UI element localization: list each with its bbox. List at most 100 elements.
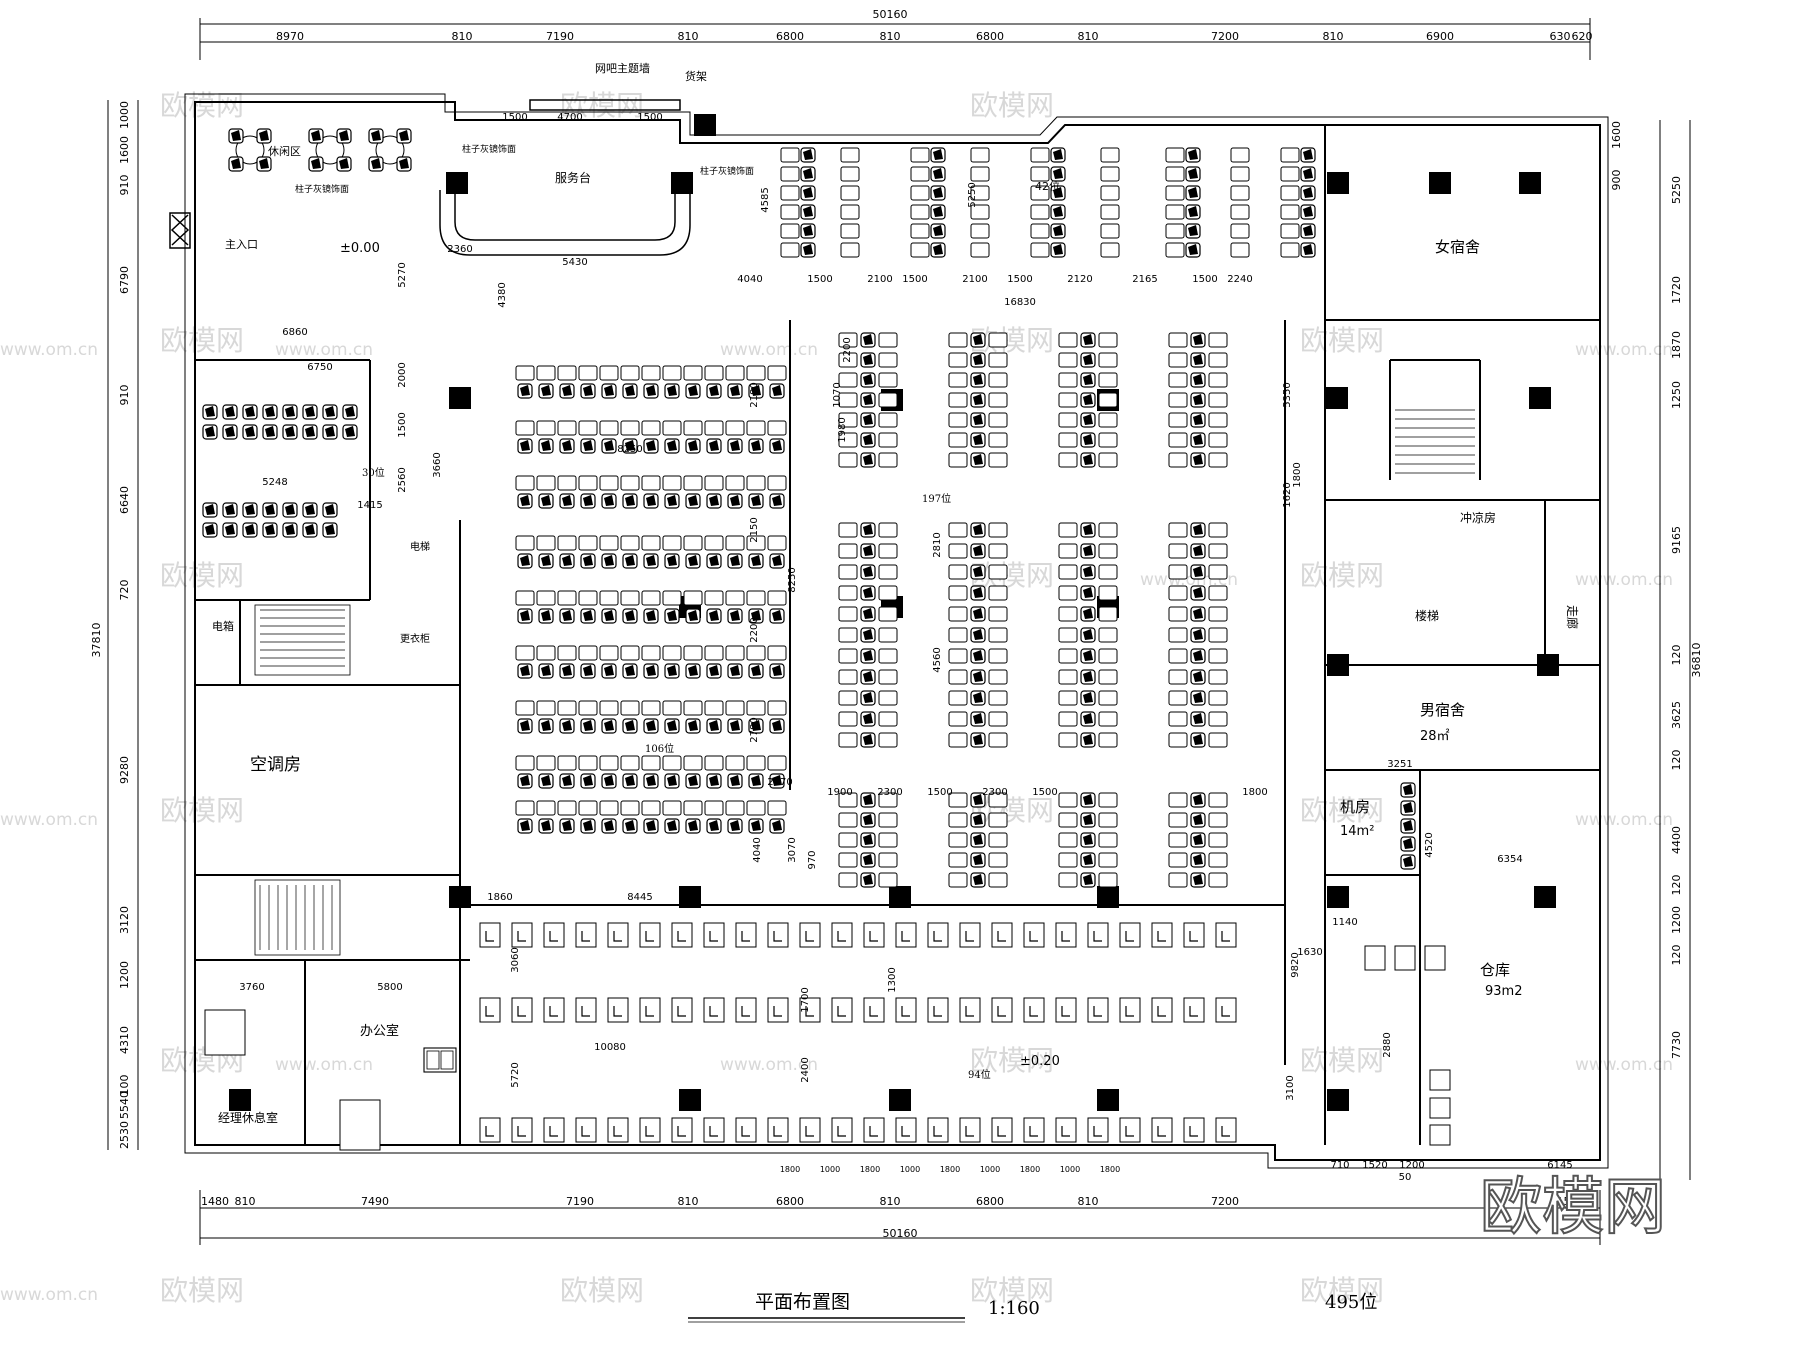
desk — [578, 535, 598, 551]
desk — [948, 564, 968, 580]
seat-chair — [727, 718, 743, 734]
seat-chair — [1190, 711, 1206, 727]
interior-dim-18: 5248 — [262, 477, 287, 488]
desk — [1030, 147, 1050, 163]
dim-top-4: 6800 — [776, 30, 804, 43]
seat-chair — [302, 522, 318, 538]
sofa-seat — [479, 1117, 501, 1143]
desk — [1230, 185, 1250, 201]
seat-chair — [302, 404, 318, 420]
sofa-seat — [575, 1117, 597, 1143]
seat-chair — [1050, 204, 1066, 220]
desk — [662, 365, 682, 381]
desk — [988, 543, 1008, 559]
interior-dim-34: 1140 — [1332, 917, 1357, 928]
furniture-group — [202, 128, 1451, 1151]
desk — [599, 420, 619, 436]
desk — [948, 732, 968, 748]
seat-chair — [538, 818, 554, 834]
desk — [557, 700, 577, 716]
watermark-url: www.om.cn — [720, 340, 818, 360]
dim-left-6: 720 — [118, 580, 131, 601]
seat-chair — [970, 690, 986, 706]
desk — [767, 800, 787, 816]
watermark-url: www.om.cn — [0, 810, 98, 830]
seat-chair — [706, 718, 722, 734]
desk — [620, 590, 640, 606]
dim-left-8: 3120 — [118, 906, 131, 934]
column — [889, 1089, 911, 1111]
sofa-seat — [511, 1117, 533, 1143]
sofa-seat — [767, 997, 789, 1023]
dim-top-6: 6800 — [976, 30, 1004, 43]
lounge-chair — [256, 128, 272, 144]
desk — [838, 522, 858, 538]
desk — [988, 564, 1008, 580]
dim-right-11: 120 — [1670, 945, 1683, 966]
sofa-seat — [1151, 922, 1173, 948]
seat-chair — [1080, 352, 1096, 368]
seat-chair — [580, 818, 596, 834]
label-shelf: 货架 — [685, 69, 707, 83]
desk — [515, 590, 535, 606]
desk — [988, 852, 1008, 868]
seat-chair — [202, 424, 218, 440]
dim-right-total: 36810 — [1690, 643, 1703, 678]
seat-chair — [970, 392, 986, 408]
interior-dim-22: 8445 — [627, 892, 652, 903]
sofa-seat — [1087, 1117, 1109, 1143]
seat-chair — [970, 452, 986, 468]
server-rack — [1400, 854, 1416, 870]
dim-bottom-10: 915 — [1550, 1195, 1571, 1208]
interior-dim-54: 5350 — [1282, 382, 1293, 407]
desk — [780, 242, 800, 258]
seat-chair — [622, 608, 638, 624]
sofa-seat — [735, 997, 757, 1023]
interior-dim-26: 2370 — [767, 777, 792, 788]
desk — [641, 700, 661, 716]
desk — [725, 755, 745, 771]
seat-chair — [559, 718, 575, 734]
seat-chair — [1185, 242, 1201, 258]
seat-chair — [580, 663, 596, 679]
desk — [578, 755, 598, 771]
desk — [704, 420, 724, 436]
structural-columns — [229, 114, 1559, 1111]
seat-chair — [664, 773, 680, 789]
desk — [683, 590, 703, 606]
seat-chair — [242, 404, 258, 420]
seat-chair — [930, 166, 946, 182]
seat-chair — [342, 404, 358, 420]
sofa-seat — [1215, 1117, 1237, 1143]
seat-chair — [860, 792, 876, 808]
sofa-seat — [1087, 997, 1109, 1023]
seat-chair — [664, 438, 680, 454]
desk — [878, 372, 898, 388]
seat-chair — [262, 424, 278, 440]
desk — [1030, 204, 1050, 220]
seat-chair — [262, 502, 278, 518]
desk — [1098, 832, 1118, 848]
seat-chair — [1300, 242, 1316, 258]
desk — [1168, 412, 1188, 428]
desk — [878, 412, 898, 428]
seat-chair — [860, 627, 876, 643]
sofa-seat — [607, 1117, 629, 1143]
desk — [1098, 792, 1118, 808]
seat-chair — [1300, 204, 1316, 220]
seat-chair — [1185, 185, 1201, 201]
desk — [878, 585, 898, 601]
desk — [948, 372, 968, 388]
seat-chair — [517, 383, 533, 399]
seat-chair — [242, 502, 258, 518]
desk — [1208, 711, 1228, 727]
seat-chair — [1190, 872, 1206, 888]
desk — [1168, 543, 1188, 559]
interior-dim-57: 2180 — [749, 382, 760, 407]
column — [449, 886, 471, 908]
seat-chair — [1080, 585, 1096, 601]
column — [1327, 172, 1349, 194]
seat-chair — [202, 404, 218, 420]
sofa-seat — [799, 1117, 821, 1143]
seat-chair — [1190, 564, 1206, 580]
